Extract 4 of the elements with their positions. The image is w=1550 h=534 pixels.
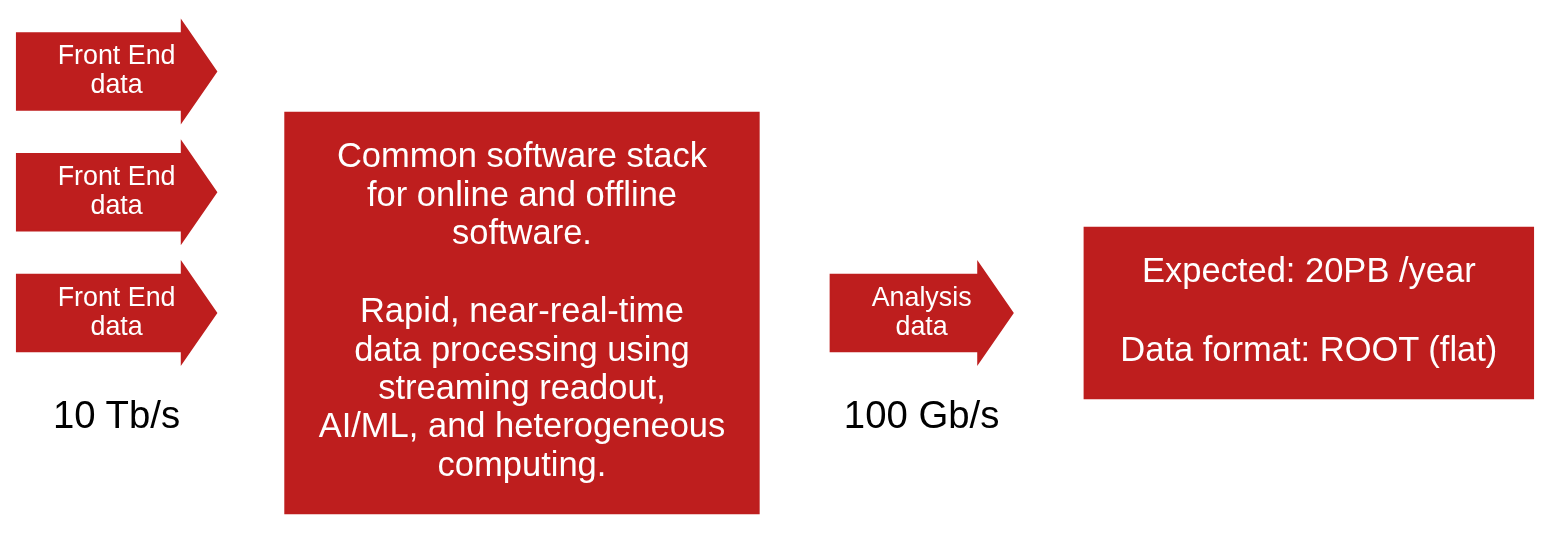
label: 100 Gb/s (843, 392, 1000, 436)
label: 10 Tb/s (53, 392, 181, 436)
node-box: Expected: 20PB /year Data format: ROOT (flat) (1083, 226, 1535, 399)
node-box: Common software stack for online and offline software. Rapid, near-real-time data processing using streaming readout, AI/ML, and heterogeneous computing. (284, 111, 760, 514)
